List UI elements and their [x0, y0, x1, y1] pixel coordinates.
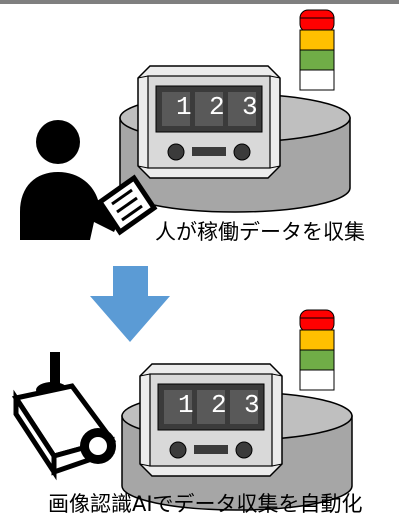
digit-2: 2 [211, 390, 227, 420]
caption-automated-collection: 画像認識AIでデータ収集を自動化 [48, 492, 363, 516]
camera-icon [11, 352, 117, 481]
display-digits: 1 2 3 [176, 92, 258, 122]
digit-3: 3 [242, 92, 258, 122]
signal-tower-icon [299, 309, 335, 391]
top-divider [0, 0, 399, 4]
digit-2: 2 [209, 92, 225, 122]
digit-3: 3 [244, 390, 260, 420]
caption-manual-collection: 人が稼働データを収集 [155, 220, 365, 244]
digit-1: 1 [176, 92, 192, 122]
down-arrow-icon [90, 266, 170, 342]
display-digits: 1 2 3 [178, 390, 260, 420]
digit-1: 1 [178, 390, 194, 420]
person-with-clipboard-icon [20, 120, 158, 240]
signal-tower-icon [299, 9, 335, 91]
